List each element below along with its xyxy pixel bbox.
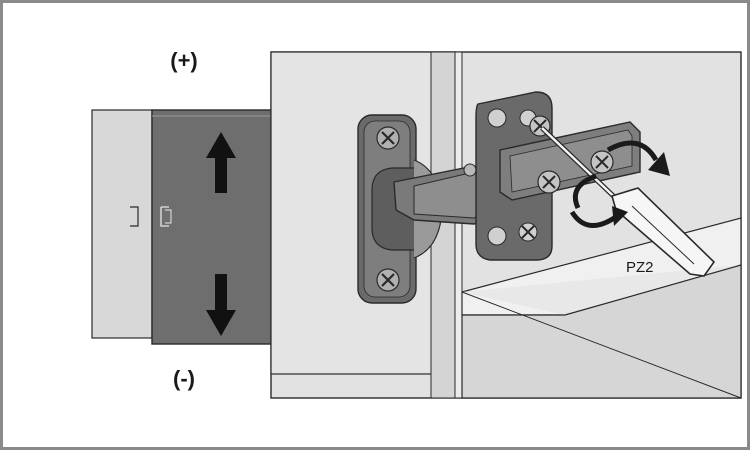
hinge-arm <box>393 163 501 225</box>
hinge-mounting-plate <box>475 91 641 261</box>
arrow-down-icon <box>206 274 236 336</box>
screwdriver <box>540 126 716 277</box>
side-panel-notch <box>130 206 139 227</box>
minus-label: (-) <box>173 366 195 391</box>
rotate-arrows-icon <box>569 140 670 228</box>
screwdriver-size-label: PZ2 <box>626 259 654 276</box>
door-edge-marker <box>160 206 169 227</box>
plus-label: (+) <box>170 48 198 73</box>
arrow-up-icon <box>206 132 236 193</box>
door-side-panel <box>91 109 153 339</box>
